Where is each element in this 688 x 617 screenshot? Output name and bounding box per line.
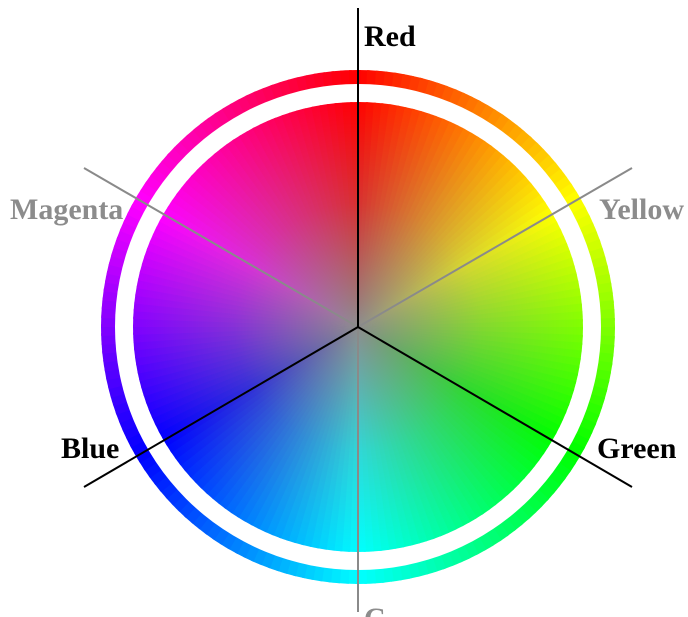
red-label: Red [364, 20, 416, 53]
cyan-label: C [364, 602, 386, 617]
green-label: Green [597, 432, 677, 465]
yellow-label: Yellow [599, 193, 684, 226]
blue-label: Blue [61, 432, 119, 465]
magenta-label: Magenta [10, 193, 123, 226]
